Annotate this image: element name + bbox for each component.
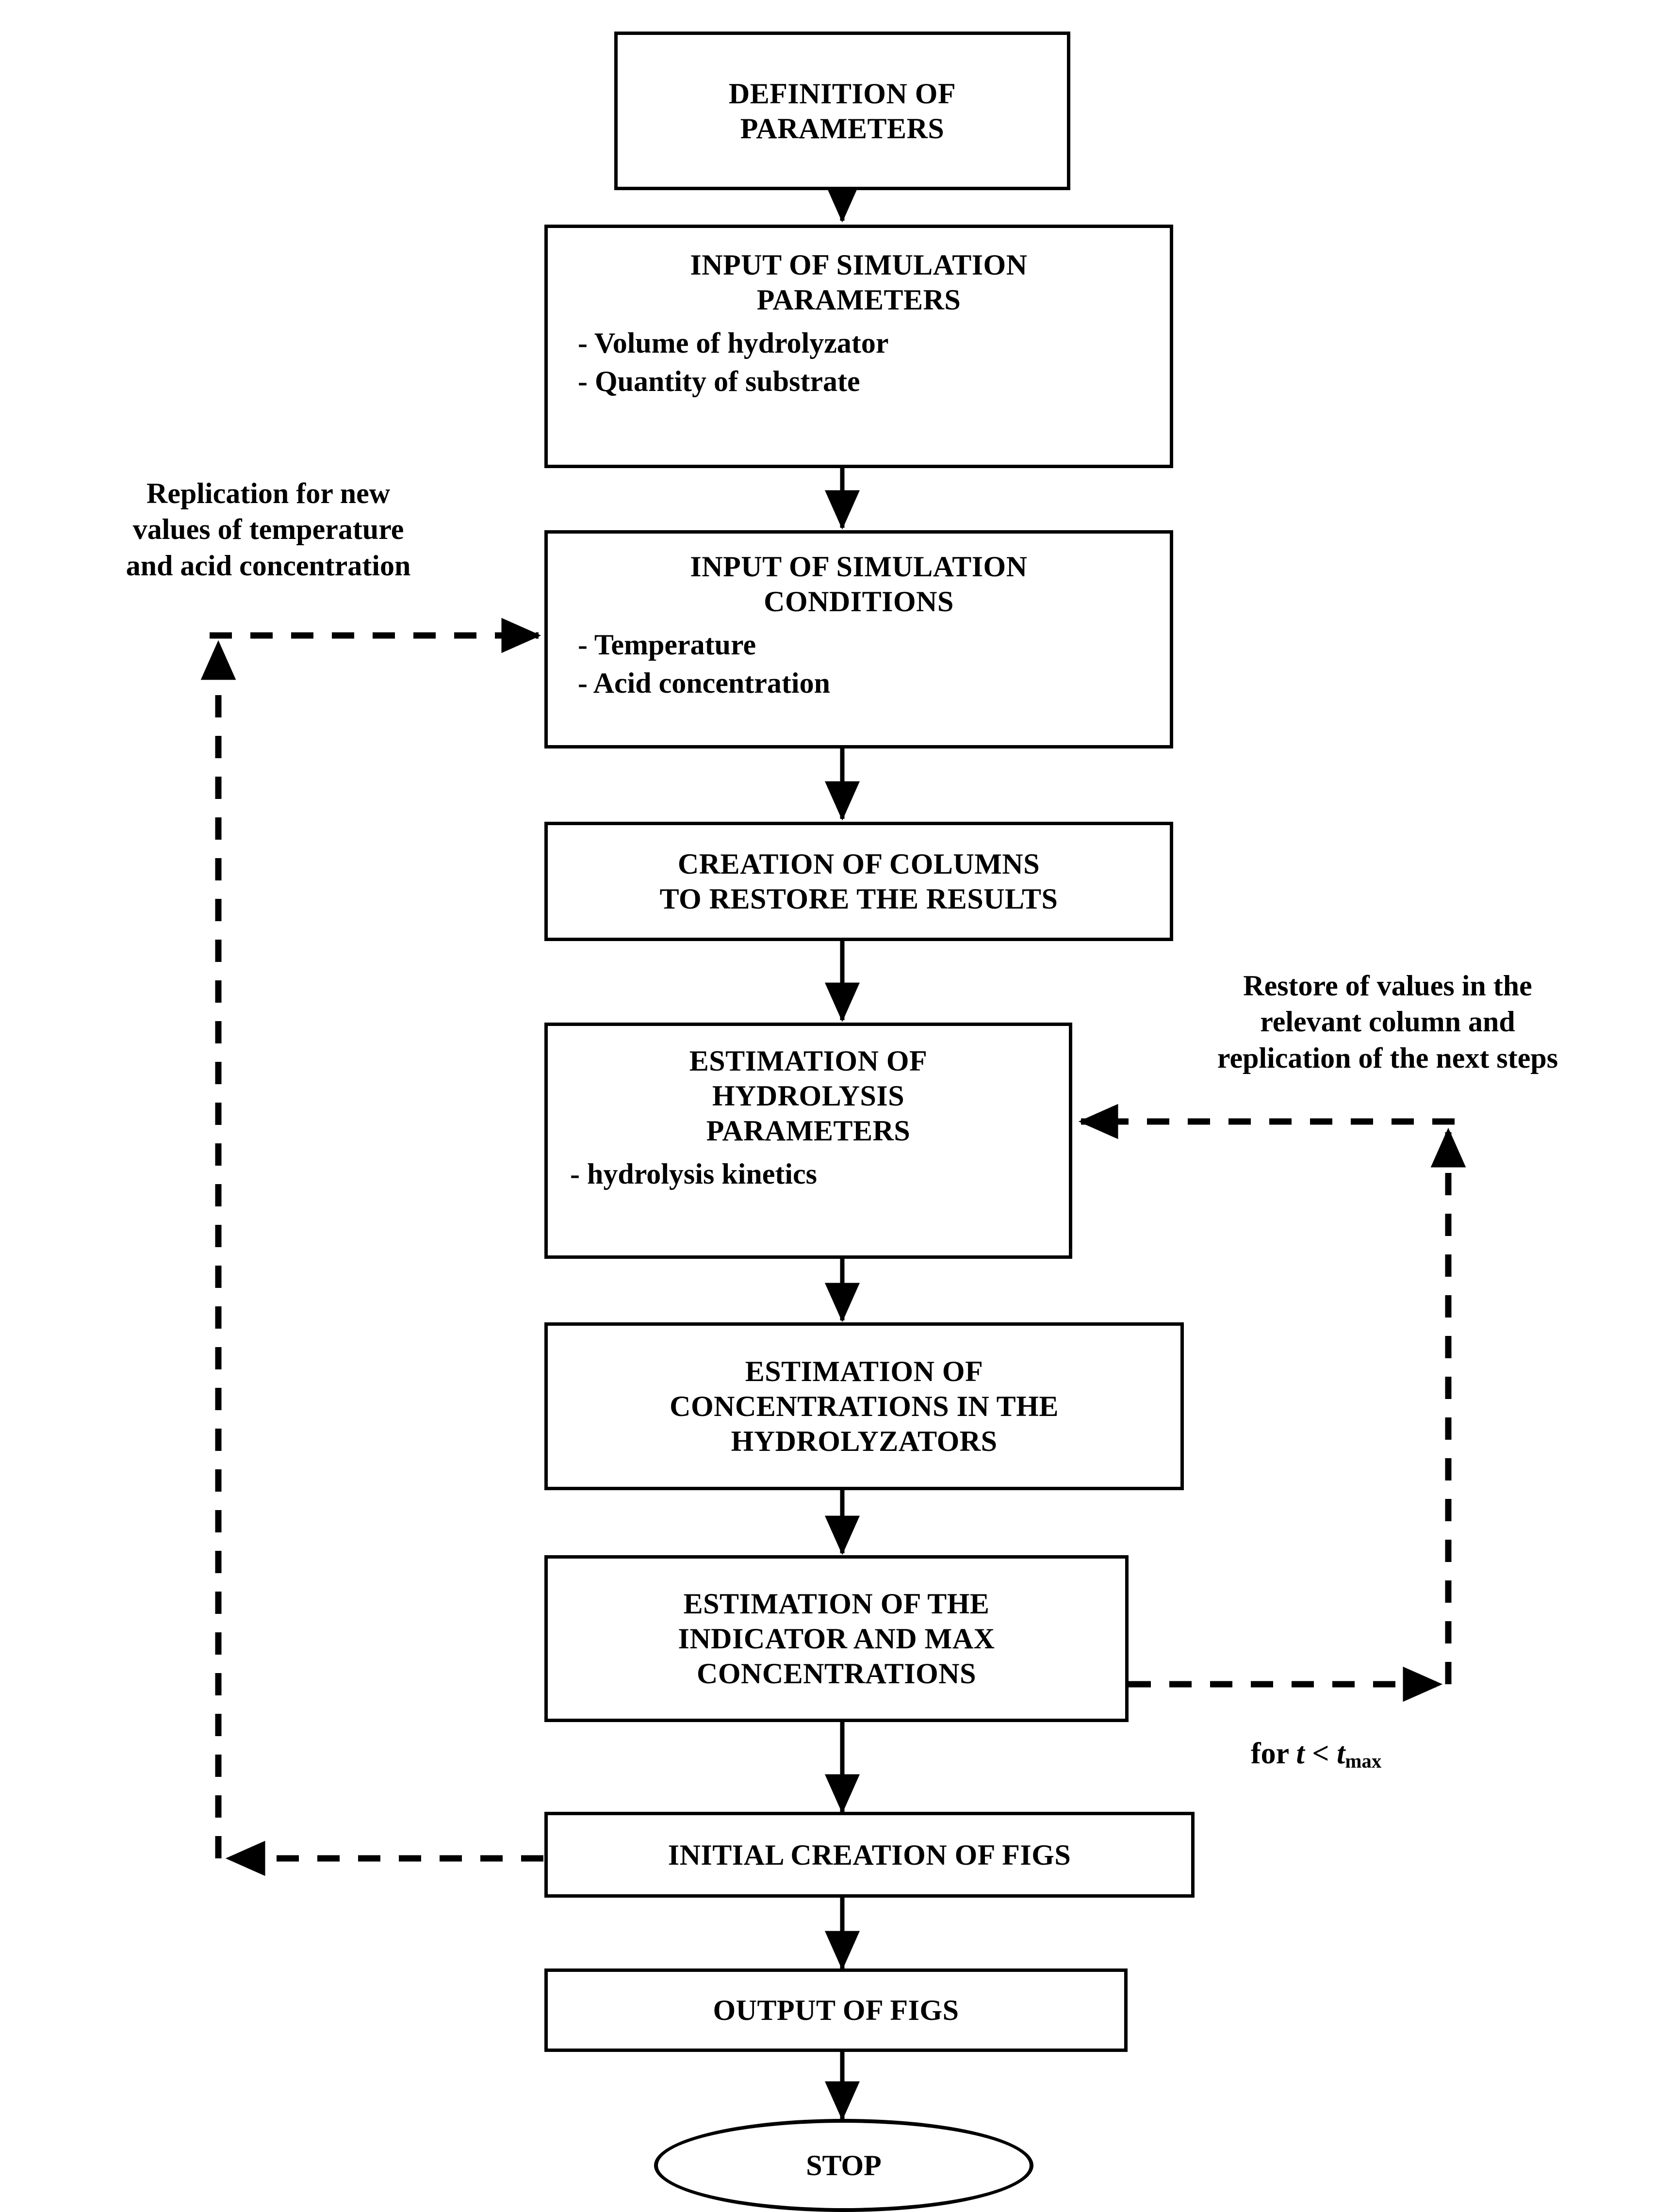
annotation-right-loop: Restore of values in the relevant column… [1217,970,1558,1074]
node-title: STOP [806,2149,882,2181]
condition-prefix: for [1251,1737,1296,1770]
bullet-item: - Acid concentration [578,667,830,699]
node-input-of-simulation-parameters[interactable]: INPUT OF SIMULATION PARAMETERS - Volume … [544,225,1173,468]
annotation-left-loop: Replication for new values of temperatur… [126,477,411,582]
node-bullets: - hydrolysis kinetics [548,1155,1069,1193]
node-estimation-of-concentrations[interactable]: ESTIMATION OF CONCENTRATIONS IN THE HYDR… [544,1322,1184,1490]
condition-variable: t [1296,1737,1305,1770]
node-estimation-of-indicator[interactable]: ESTIMATION OF THE INDICATOR AND MAX CONC… [544,1555,1129,1722]
node-output-of-figs[interactable]: OUTPUT OF FIGS [544,1968,1128,2052]
annotation-loop-condition: for t < tmax [1251,1737,1381,1773]
node-title: ESTIMATION OF THE INDICATOR AND MAX CONC… [678,1588,995,1690]
bullet-item: - hydrolysis kinetics [570,1158,817,1190]
node-input-of-simulation-conditions[interactable]: INPUT OF SIMULATION CONDITIONS - Tempera… [544,530,1173,748]
condition-limit-subscript: max [1345,1750,1382,1772]
node-title: DEFINITION OF PARAMETERS [728,77,956,145]
condition-limit-variable: t [1337,1737,1345,1770]
node-estimation-of-hydrolysis-parameters[interactable]: ESTIMATION OF HYDROLYSIS PARAMETERS - hy… [544,1023,1072,1259]
node-creation-of-columns[interactable]: CREATION OF COLUMNS TO RESTORE THE RESUL… [544,822,1173,941]
node-stop[interactable]: STOP [654,2119,1033,2212]
node-bullets: - Volume of hydrolyzator - Quantity of s… [548,324,1170,401]
node-title: INITIAL CREATION OF FIGS [668,1838,1071,1871]
node-definition-of-parameters[interactable]: DEFINITION OF PARAMETERS [614,32,1070,190]
node-initial-creation-of-figs[interactable]: INITIAL CREATION OF FIGS [544,1812,1195,1898]
node-bullets: - Temperature - Acid concentration [548,626,1170,702]
bullet-item: - Volume of hydrolyzator [578,327,889,359]
node-title: OUTPUT OF FIGS [713,1994,959,2026]
node-title: ESTIMATION OF CONCENTRATIONS IN THE HYDR… [670,1355,1059,1457]
node-title: INPUT OF SIMULATION PARAMETERS [690,249,1028,316]
condition-operator: < [1304,1737,1337,1770]
node-title: INPUT OF SIMULATION CONDITIONS [690,551,1028,618]
bullet-item: - Temperature [578,629,756,661]
bullet-item: - Quantity of substrate [578,365,860,398]
node-title: CREATION OF COLUMNS TO RESTORE THE RESUL… [659,848,1058,915]
node-title: ESTIMATION OF HYDROLYSIS PARAMETERS [689,1045,928,1147]
